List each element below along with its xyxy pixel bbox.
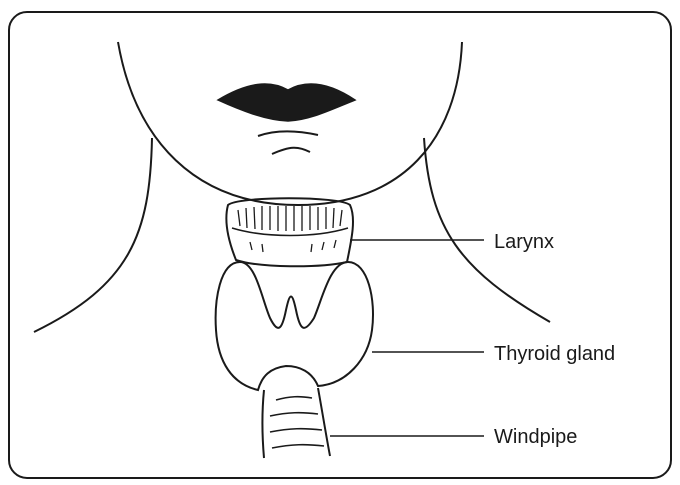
chin-crease-lower [272,148,310,154]
chin-outline [118,42,462,205]
larynx-band [232,228,348,236]
windpipe-label: Windpipe [494,427,577,447]
larynx-label: Larynx [494,232,554,252]
thyroid-gland-shape [216,262,373,390]
neck-left-outline [34,138,152,332]
larynx-ridges [238,206,342,252]
windpipe-left-edge [263,390,265,458]
mouth [218,84,355,121]
windpipe-rings [270,397,324,448]
chin-crease-upper [258,131,318,136]
neck-right-outline [424,138,550,322]
thyroid-gland-label: Thyroid gland [494,344,615,364]
frame-border [9,12,671,478]
